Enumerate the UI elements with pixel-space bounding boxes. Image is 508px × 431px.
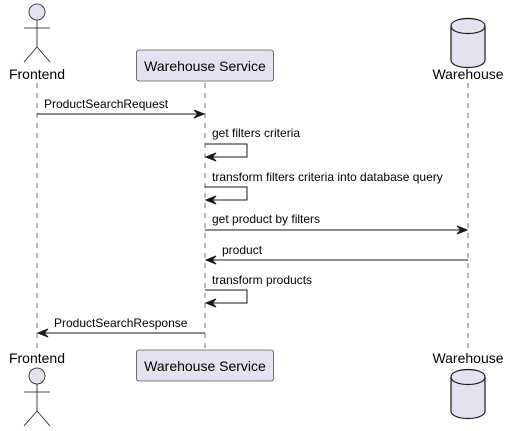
frontend-actor-icon-bottom <box>23 367 51 427</box>
message-6-arrow <box>205 289 248 304</box>
warehouse-service-label-bottom: Warehouse Service <box>144 358 266 374</box>
message-3-label: transform filters criteria into database… <box>212 170 443 184</box>
message-3-arrowhead <box>204 195 217 205</box>
frontend-label-bottom: Frontend <box>9 350 65 366</box>
frontend-label-top: Frontend <box>9 66 65 82</box>
message-1-label: ProductSearchRequest <box>44 97 169 111</box>
warehouse-database-icon-bottom <box>450 368 486 420</box>
message-4-arrowhead <box>456 225 469 235</box>
message-2-arrow <box>205 143 248 158</box>
message-7-arrowhead <box>36 328 49 338</box>
warehouse-service-box-top <box>136 49 274 82</box>
message-2-arrowhead <box>204 152 217 162</box>
warehouse-service-box-bottom <box>136 349 274 382</box>
message-2-label: get filters criteria <box>212 126 300 140</box>
warehouse-label-top: Warehouse <box>432 66 503 82</box>
message-6-arrowhead <box>204 298 217 308</box>
warehouse-label-bottom: Warehouse <box>432 350 503 366</box>
message-5-label: product <box>222 243 263 257</box>
warehouse-database-icon-top <box>450 17 486 69</box>
message-1-arrowhead <box>193 109 206 119</box>
warehouse-service-label-top: Warehouse Service <box>144 58 266 74</box>
message-6-label: transform products <box>212 273 312 287</box>
message-4-label: get product by filters <box>212 212 320 226</box>
message-3-arrow <box>205 186 248 201</box>
message-5-arrowhead <box>204 255 217 265</box>
frontend-actor-icon-top <box>23 3 51 63</box>
message-7-label: ProductSearchResponse <box>54 316 188 330</box>
